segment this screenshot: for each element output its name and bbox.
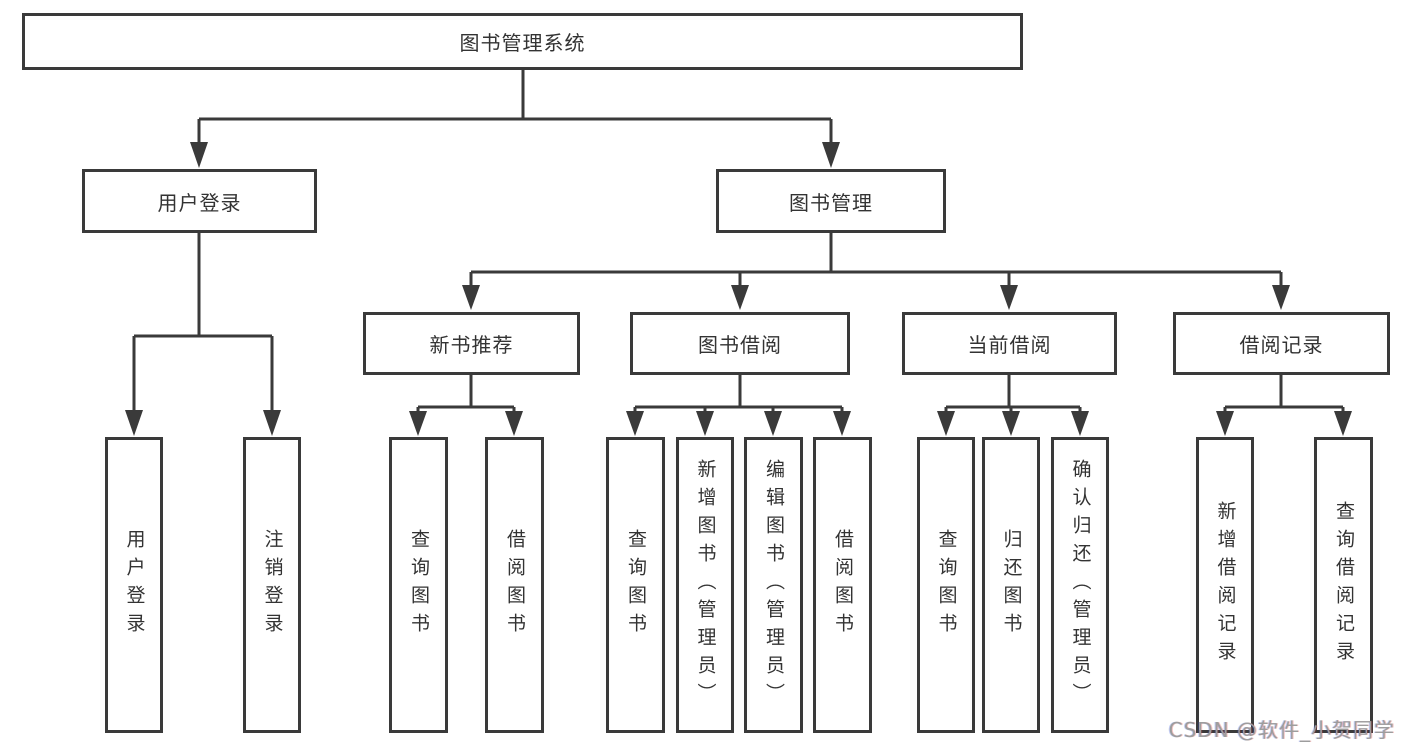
node-new-book-recommend: 新书推荐	[363, 312, 580, 375]
leaf-add-book-admin: 新增图书（管理员）	[676, 437, 734, 733]
leaf-borrow-query-book: 查询图书	[606, 437, 665, 733]
leaf-add-book-admin-label: 新增图书（管理员）	[694, 459, 717, 711]
leaf-borrow-query-book-label: 查询图书	[625, 529, 647, 641]
leaf-current-query-book-label: 查询图书	[935, 529, 958, 641]
node-borrowing-records-label: 借阅记录	[1239, 333, 1324, 357]
leaf-logout-label: 注销登录	[261, 529, 284, 641]
leaf-newbooks-borrow-label: 借阅图书	[504, 529, 526, 641]
node-new-book-recommend-label: 新书推荐	[429, 333, 514, 357]
node-user-login-label: 用户登录	[157, 190, 242, 215]
leaf-newbooks-query: 查询图书	[389, 437, 448, 733]
leaf-user-login: 用户登录	[105, 437, 163, 733]
node-current-borrowing-label: 当前借阅	[967, 333, 1052, 357]
csdn-watermark: CSDN @软件_小贺同学	[1168, 718, 1395, 742]
leaf-borrow-book-label: 借阅图书	[832, 529, 854, 641]
node-book-management: 图书管理	[716, 169, 946, 233]
leaf-edit-book-admin: 编辑图书（管理员）	[744, 437, 803, 733]
leaf-confirm-return-admin: 确认归还（管理员）	[1051, 437, 1109, 733]
leaf-query-borrow-record-label: 查询借阅记录	[1333, 501, 1355, 669]
node-book-borrowing-label: 图书借阅	[698, 333, 782, 357]
node-current-borrowing: 当前借阅	[902, 312, 1117, 375]
leaf-newbooks-borrow: 借阅图书	[485, 437, 544, 733]
leaf-add-borrow-record-label: 新增借阅记录	[1214, 501, 1237, 669]
leaf-borrow-book: 借阅图书	[813, 437, 872, 733]
node-book-borrowing: 图书借阅	[630, 312, 850, 375]
leaf-return-book-label: 归还图书	[1000, 529, 1023, 641]
leaf-add-borrow-record: 新增借阅记录	[1196, 437, 1254, 733]
leaf-confirm-return-admin-label: 确认归还（管理员）	[1069, 459, 1092, 711]
leaf-newbooks-query-label: 查询图书	[408, 529, 430, 641]
node-system-root: 图书管理系统	[22, 13, 1023, 70]
arrowheads	[125, 142, 1352, 436]
node-borrowing-records: 借阅记录	[1173, 312, 1390, 375]
node-book-management-label: 图书管理	[789, 190, 873, 215]
leaf-user-login-label: 用户登录	[123, 529, 146, 641]
leaf-return-book: 归还图书	[982, 437, 1040, 733]
node-system-root-label: 图书管理系统	[459, 31, 586, 55]
leaf-current-query-book: 查询图书	[917, 437, 975, 733]
leaf-logout: 注销登录	[243, 437, 301, 733]
leaf-query-borrow-record: 查询借阅记录	[1314, 437, 1373, 733]
leaf-edit-book-admin-label: 编辑图书（管理员）	[763, 459, 785, 711]
node-user-login: 用户登录	[82, 169, 317, 233]
